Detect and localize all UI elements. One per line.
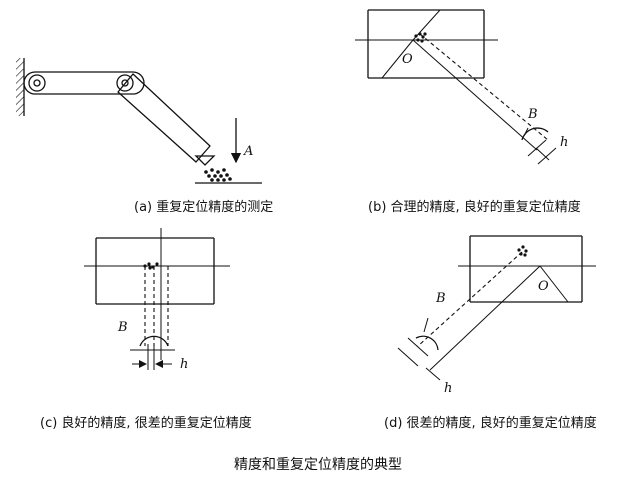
end-effector xyxy=(194,155,216,166)
wall-hatch xyxy=(16,58,24,116)
label-O: O xyxy=(402,52,413,67)
position-cluster-c xyxy=(143,262,159,270)
panel-b: O B h xyxy=(355,9,568,165)
panel-d: O B h xyxy=(397,235,596,396)
label-h: h xyxy=(180,357,188,372)
caption-d: (d) 很差的精度, 良好的重复定位精度 xyxy=(384,416,597,431)
actual-line xyxy=(429,265,541,371)
spread-arc xyxy=(415,335,439,351)
label-A: A xyxy=(243,144,253,159)
label-B: B xyxy=(527,107,538,122)
panel-c: B h xyxy=(84,228,230,372)
panel-a-robot-arm: A xyxy=(16,58,262,184)
actual-line xyxy=(412,39,538,151)
label-B: B xyxy=(117,320,128,335)
figure-title: 精度和重复定位精度的典型 xyxy=(234,457,402,473)
position-cluster-b xyxy=(414,32,427,43)
label-B: B xyxy=(435,291,446,306)
caption-b: (b) 合理的精度, 良好的重复定位精度 xyxy=(368,200,581,215)
spread-arc xyxy=(139,335,169,347)
caption-a: (a) 重复定位精度的测定 xyxy=(134,200,274,215)
deviation-line xyxy=(417,251,523,347)
position-cluster-d xyxy=(517,245,528,257)
position-cluster-a xyxy=(204,168,232,182)
caption-c: (c) 良好的精度, 很差的重复定位精度 xyxy=(40,416,252,431)
label-h: h xyxy=(560,135,568,150)
base-joint xyxy=(28,74,46,92)
upper-arm-link xyxy=(23,71,145,95)
label-O: O xyxy=(538,279,549,294)
forearm-link xyxy=(117,73,211,163)
label-h: h xyxy=(444,381,452,396)
elbow-joint xyxy=(116,74,134,92)
spread-arc xyxy=(521,127,549,141)
